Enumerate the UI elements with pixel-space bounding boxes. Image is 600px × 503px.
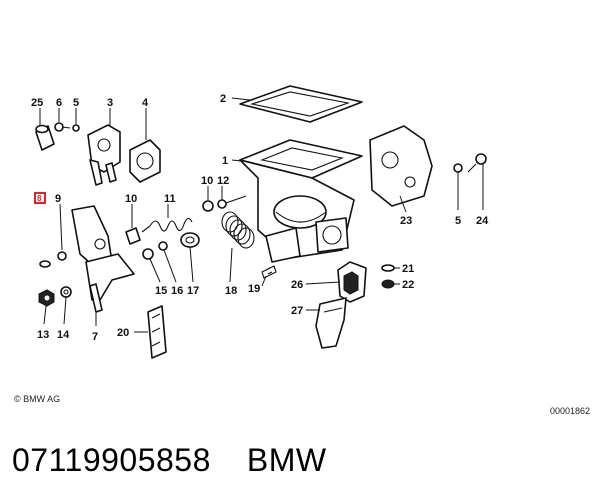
- part-2-gasket[interactable]: [239, 85, 363, 123]
- callout-21: 21: [402, 263, 414, 275]
- callout-11: 11: [164, 193, 176, 205]
- part-4-gasket[interactable]: [129, 139, 161, 183]
- part-12-screw[interactable]: [217, 195, 247, 209]
- diagram-id: 00001862: [549, 406, 590, 416]
- part-27-boot[interactable]: [315, 297, 347, 349]
- part-3-bracket[interactable]: [87, 124, 121, 186]
- exploded-parts-diagram: 25 6 5 3 4 2 1 9 10 11 10 12 23 5 24 13 …: [31, 85, 489, 359]
- part-5-washer-right[interactable]: [453, 163, 463, 173]
- callout-5: 5: [73, 97, 79, 109]
- part-23-sensor-housing[interactable]: [369, 125, 433, 207]
- callout-3: 3: [107, 97, 113, 109]
- callout-27: 27: [291, 305, 303, 317]
- part-19-pin[interactable]: [261, 265, 277, 279]
- callout-26: 26: [291, 279, 303, 291]
- callout-labels: 25 6 5 3 4 2 1 9 10 11 10 12 23 5 24 13 …: [31, 93, 489, 343]
- callout-19: 19: [248, 283, 260, 295]
- callout-4: 4: [142, 97, 149, 109]
- leader-lines: [39, 97, 484, 333]
- part-11-spring[interactable]: [141, 217, 193, 233]
- callout-25: 25: [31, 97, 43, 109]
- part-21-washer[interactable]: [381, 264, 395, 272]
- callout-10: 10: [201, 175, 213, 187]
- callout-24: 24: [476, 215, 489, 227]
- part-26-connector[interactable]: [337, 261, 367, 303]
- part-10-bushing[interactable]: [125, 227, 141, 245]
- callout-2: 2: [220, 93, 226, 105]
- callout-6: 6: [56, 97, 62, 109]
- part-22-nut[interactable]: [381, 279, 395, 289]
- callout-20: 20: [117, 327, 129, 339]
- part-8-washer[interactable]: [39, 260, 51, 268]
- footer-caption: 07119905858 BMW: [12, 442, 327, 479]
- part-17-bushing[interactable]: [180, 232, 200, 248]
- part-18-spring[interactable]: [221, 211, 255, 249]
- callout-12: 12: [217, 175, 229, 187]
- callout-14: 14: [57, 329, 70, 341]
- part-5-washer-top[interactable]: [72, 124, 80, 132]
- part-10-bushing-top[interactable]: [202, 200, 214, 212]
- part-8-highlighted-marker[interactable]: [34, 192, 46, 204]
- callout-8: 8: [37, 194, 42, 203]
- callout-13: 13: [37, 329, 49, 341]
- callout-16: 16: [171, 285, 183, 297]
- callout-7: 7: [92, 331, 98, 343]
- part-20-clip[interactable]: [147, 305, 167, 359]
- callout-5: 5: [455, 215, 461, 227]
- part-15-washer[interactable]: [142, 248, 154, 260]
- part-number: 07119905858: [12, 442, 211, 478]
- part-9-washer[interactable]: [57, 251, 67, 261]
- callout-1: 1: [222, 155, 228, 167]
- brand-name: BMW: [246, 442, 327, 478]
- callout-23: 23: [400, 215, 412, 227]
- callout-9: 9: [55, 193, 61, 205]
- callout-15: 15: [155, 285, 167, 297]
- callout-18: 18: [225, 285, 237, 297]
- part-1-throttle-housing[interactable]: [239, 139, 363, 263]
- part-6-screw[interactable]: [54, 122, 71, 132]
- part-25-sleeve[interactable]: [35, 124, 55, 151]
- copyright-text: © BMW AG: [14, 394, 61, 404]
- part-24-screw[interactable]: [467, 153, 487, 173]
- part-7-linkage[interactable]: [85, 253, 135, 313]
- callout-10: 10: [125, 193, 137, 205]
- part-13-nut[interactable]: [38, 289, 55, 307]
- part-14-washer[interactable]: [60, 286, 72, 298]
- callout-22: 22: [402, 279, 414, 291]
- part-16-washer[interactable]: [158, 241, 168, 251]
- callout-17: 17: [187, 285, 199, 297]
